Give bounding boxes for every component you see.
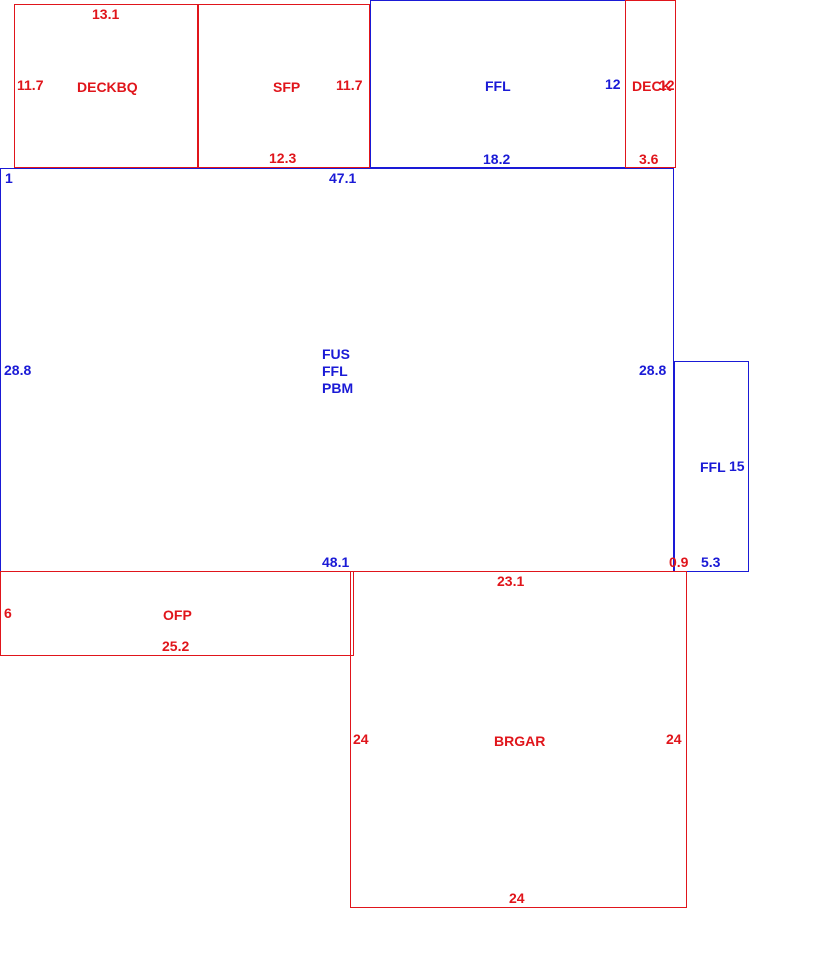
- deckbq-label: DECKBQ: [77, 79, 138, 95]
- deckbq-left-dimension: 11.7: [17, 77, 44, 93]
- brgar-right-dimension: 24: [666, 731, 682, 747]
- ffl-top-left-dimension: 12: [605, 76, 621, 92]
- brgar-top-dimension: 23.1: [497, 573, 525, 589]
- main-left-dimension: 28.8: [4, 362, 32, 378]
- ffl-right-right-dimension: 15: [729, 458, 745, 474]
- ffl-right-bottom-dimension: 5.3: [701, 554, 721, 570]
- ffl-right-label: FFL: [700, 459, 726, 475]
- ffl-top-label: FFL: [485, 78, 511, 94]
- main-top-dimension: 47.1: [329, 170, 357, 186]
- sfp-right-dimension: 11.7: [336, 77, 363, 93]
- deckbq-top-dimension: 13.1: [92, 6, 120, 22]
- ffl-top-bottom-dimension: 18.2: [483, 151, 511, 167]
- sfp-area: [198, 4, 370, 168]
- ffl-right-area: [674, 361, 749, 572]
- main-label-ffl: FFL: [322, 363, 348, 379]
- sfp-label: SFP: [273, 79, 301, 95]
- ofp-area: [0, 571, 354, 656]
- ofp-left-dimension: 6: [4, 605, 12, 621]
- main-right-dimension: 28.8: [639, 362, 667, 378]
- brgar-bottom-dimension: 24: [509, 890, 525, 906]
- deckbq-area: [14, 4, 198, 168]
- main-top-left-dimension: 1: [5, 170, 13, 186]
- main-label-fus: FUS: [322, 346, 350, 362]
- brgar-label: BRGAR: [494, 733, 546, 749]
- main-label-pbm: PBM: [322, 380, 354, 396]
- brgar-left-dimension: 24: [353, 731, 369, 747]
- main-bottom-right-dimension: 0.9: [669, 554, 689, 570]
- ofp-label: OFP: [163, 607, 192, 623]
- deck-label: DECK: [632, 78, 672, 94]
- brgar-area: [350, 571, 687, 908]
- main-bottom-dimension: 48.1: [322, 554, 350, 570]
- sfp-bottom-dimension: 12.3: [269, 150, 297, 166]
- deck-right-dimension: 12: [659, 77, 675, 93]
- deck-bottom-dimension: 3.6: [639, 151, 659, 167]
- deck-area: [625, 0, 676, 168]
- ofp-bottom-dimension: 25.2: [162, 638, 190, 654]
